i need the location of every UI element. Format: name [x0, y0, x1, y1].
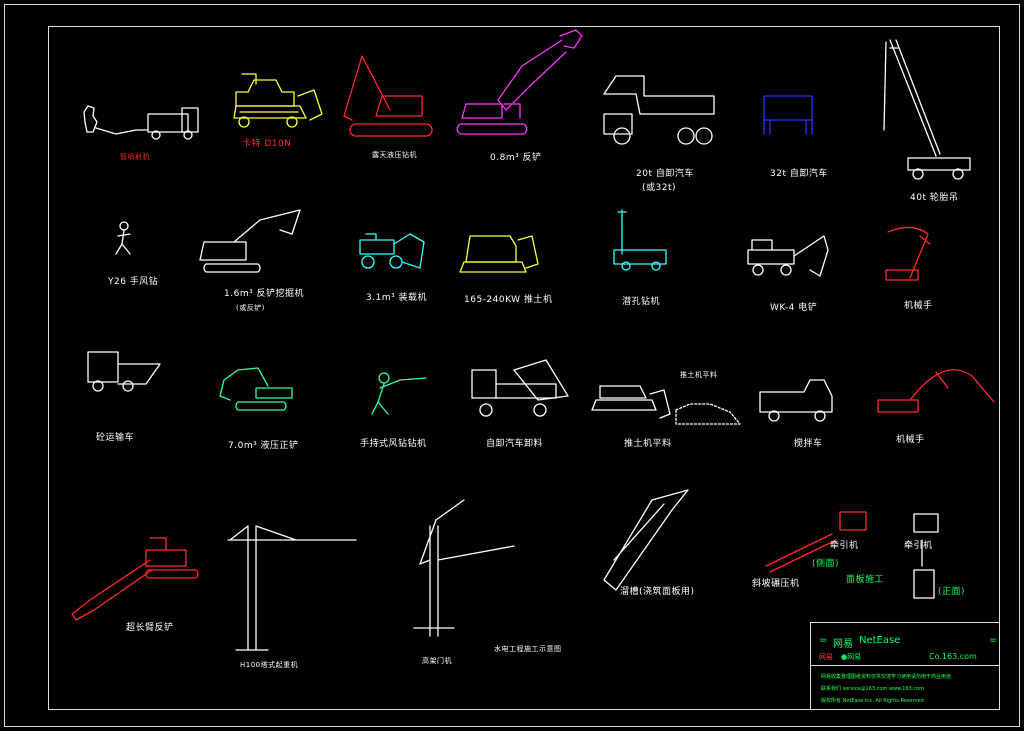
label-side-note-1: (侧面) — [812, 559, 840, 569]
label-dozer-165: 165-240KW 推土机 — [464, 295, 553, 305]
label-tower-crane: H100塔式起重机 — [240, 661, 299, 669]
label-dump-unload: 自卸汽车卸料 — [486, 439, 544, 449]
label-truck-20t: 20t 自卸汽车 — [636, 169, 694, 179]
tb-row2-b: ●网易 — [841, 653, 862, 661]
tb-domain: Co.163.com — [929, 652, 977, 661]
tb-fine-3: 版权所有 NetEase Inc. All Rights Reserved — [821, 698, 924, 704]
dump-truck-32t-icon — [763, 95, 813, 135]
manipulator-1-icon — [885, 226, 931, 281]
longarm-excavator-icon — [71, 537, 199, 621]
tb-eq-left: = — [819, 635, 828, 646]
label-winch-1: 牵引机 — [830, 541, 859, 551]
tb-brand-cn: 网易 — [833, 639, 853, 650]
label-truck-32t: 32t 自卸汽车 — [770, 169, 828, 179]
label-handheld-drill: 手持式风钻钻机 — [360, 439, 427, 449]
drill-cart-icon — [343, 55, 433, 137]
mixer-truck-icon — [759, 379, 833, 422]
dump-cart-icon — [87, 351, 161, 392]
excavator-08-icon — [456, 29, 583, 135]
chute-icon — [603, 489, 689, 591]
label-air-drill: 潜孔钻机 — [622, 297, 661, 307]
label-drill-cart: 露天液压钻机 — [372, 151, 417, 159]
air-drill-icon — [613, 209, 667, 271]
dozer-level-icon — [591, 385, 741, 425]
tb-brand-en: NetEase — [859, 635, 901, 646]
tb-eq-right: = — [989, 635, 998, 646]
tb-fine-1: 网易收集整理图纸资料仅供交流学习使用请勿用于商业用途 — [821, 674, 952, 680]
electric-shovel-wk4-icon — [747, 235, 829, 277]
label-longarm-excavator: 超长臂反铲 — [126, 623, 174, 633]
label-excavator-16: 1.6m³ 反铲挖掘机 — [224, 289, 305, 299]
slope-roller-icon — [765, 511, 867, 573]
bulldozer-d10n-icon — [233, 73, 323, 128]
label-excavator-08: 0.8m³ 反铲 — [490, 153, 542, 163]
title-block: = 网易 NetEase = 网易 ●网易 Co.163.com 网易收集整理图… — [810, 622, 1000, 710]
label-excavator-70: 7.0m³ 液压正铲 — [228, 441, 299, 451]
drawing-frame — [48, 26, 1000, 710]
label-panel-construction: 面板施工 — [846, 575, 885, 585]
label-construction-note: 水电工程施工示意图 — [494, 645, 562, 653]
label-slope-roller: 斜坡碾压机 — [752, 579, 800, 589]
outer-border — [4, 4, 1020, 727]
label-loader-31: 3.1m³ 装载机 — [366, 293, 428, 303]
label-manipulator-2: 机械手 — [896, 435, 925, 445]
label-wk4: WK-4 电铲 — [770, 303, 818, 313]
label-dozer-level: 推土机平料 — [624, 439, 672, 449]
label-manipulator-1: 机械手 — [904, 301, 933, 311]
label-excavator-16-sub: (或反铲) — [236, 304, 265, 312]
handheld-drill-icon — [371, 372, 427, 415]
excavator-16-icon — [199, 209, 301, 273]
pump-truck-icon — [83, 105, 199, 140]
dump-truck-20t-icon — [603, 75, 715, 145]
label-dozer-level-note: 推土机平料 — [680, 371, 718, 379]
tb-row2-a: 网易 — [819, 653, 833, 661]
excavator-70-icon — [219, 367, 293, 411]
label-mixer: 搅拌车 — [794, 439, 823, 449]
label-truck-20t-sub: (或32t) — [642, 183, 677, 193]
label-crane-40t: 40t 轮胎吊 — [910, 193, 959, 203]
label-winch-2: 牵引机 — [904, 541, 933, 551]
hand-drill-y26-icon — [115, 221, 131, 255]
dozer-165-icon — [459, 235, 539, 273]
label-dump-cart: 砼运输车 — [96, 433, 135, 443]
label-door-crane: 高架门机 — [422, 657, 452, 665]
label-cat-d10n: 卡特 D10N — [242, 139, 292, 149]
winch-icon — [913, 513, 939, 599]
tire-crane-40t-icon — [883, 39, 971, 180]
label-chute: 溜槽(浇筑面板用) — [620, 587, 695, 597]
tb-fine-2: 联系我们 service@163.com www.163.com — [821, 686, 925, 692]
door-crane-icon — [413, 499, 515, 637]
label-side-note-2: (正面) — [938, 587, 966, 597]
label-pump: 管喷射机 — [120, 153, 150, 161]
tower-crane-icon — [227, 525, 357, 651]
loader-31-icon — [359, 233, 425, 269]
label-y26: Y26 手风钻 — [108, 277, 159, 287]
dump-unload-icon — [471, 359, 569, 417]
manipulator-2-icon — [877, 369, 995, 413]
